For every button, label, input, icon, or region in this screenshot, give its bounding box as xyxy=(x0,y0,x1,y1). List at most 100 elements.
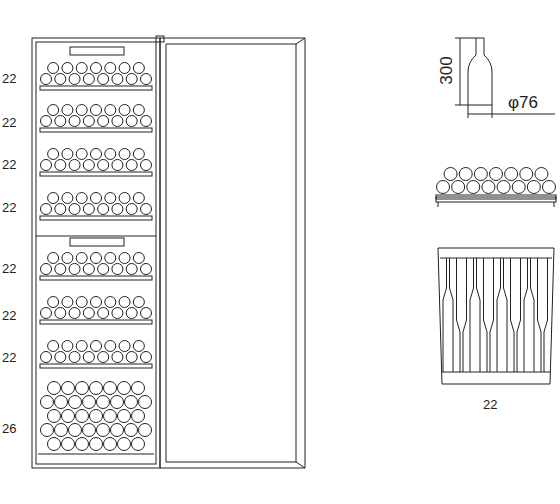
bottle-end xyxy=(83,160,94,171)
bottle-end xyxy=(76,253,87,264)
bottle-end xyxy=(452,181,465,194)
bottle-end xyxy=(91,63,102,74)
bottle-end xyxy=(437,181,450,194)
bottle-end xyxy=(69,116,80,127)
bottle-end xyxy=(105,297,116,308)
bottle-end xyxy=(132,410,145,423)
bottle-end xyxy=(76,63,87,74)
bottle-end xyxy=(91,297,102,308)
bottle-end xyxy=(62,149,73,160)
bottle-end xyxy=(41,204,52,215)
bottle-end xyxy=(48,63,59,74)
bottle-end xyxy=(48,105,59,116)
door xyxy=(160,38,305,468)
shelf-rail xyxy=(40,172,152,176)
bottle-end xyxy=(133,149,144,160)
bottle-end xyxy=(69,74,80,85)
bottle-end xyxy=(69,424,82,437)
bottle-end xyxy=(119,193,130,204)
bottle-end xyxy=(482,181,495,194)
bottle-end xyxy=(105,341,116,352)
bottle-end xyxy=(133,193,144,204)
bottle-end xyxy=(139,396,152,409)
bottle-end xyxy=(55,116,66,127)
tray-bottle xyxy=(484,258,494,372)
bottle-end xyxy=(62,382,75,395)
bottle-end xyxy=(76,410,89,423)
bottle-end xyxy=(41,396,54,409)
bottle-end xyxy=(520,168,533,181)
bottle-end xyxy=(83,74,94,85)
bottle-end xyxy=(141,352,152,363)
bottle-end xyxy=(112,352,123,363)
bottle-end xyxy=(133,105,144,116)
bottle-end xyxy=(125,424,138,437)
bottle-end xyxy=(76,149,87,160)
bottle-end xyxy=(98,74,109,85)
bottle-end xyxy=(62,193,73,204)
bottle-end xyxy=(62,63,73,74)
bottle-end xyxy=(119,297,130,308)
callout-number: 22 xyxy=(2,116,16,129)
bottle-end xyxy=(105,63,116,74)
callout-number: 22 xyxy=(2,201,16,214)
tray-bottle xyxy=(497,258,507,372)
bottle-end xyxy=(76,341,87,352)
callout-number: 22 xyxy=(2,158,16,171)
control-panel xyxy=(70,238,124,246)
bottle-end xyxy=(126,308,137,319)
bottle-end xyxy=(41,352,52,363)
tray-bottle xyxy=(457,258,467,372)
bottle-tray-icon xyxy=(438,248,554,384)
bottle-end xyxy=(535,168,548,181)
bottle-end xyxy=(55,160,66,171)
bottle-end xyxy=(97,424,110,437)
bottle-end xyxy=(76,193,87,204)
tray-bottle xyxy=(538,258,548,372)
bottle-end xyxy=(48,341,59,352)
bottle-end xyxy=(41,160,52,171)
bottle-end xyxy=(55,396,68,409)
bottle-end xyxy=(119,63,130,74)
bottle-end xyxy=(62,253,73,264)
cabinet-inner xyxy=(36,42,156,464)
bottle-end xyxy=(69,264,80,275)
shelf-rail xyxy=(436,195,556,199)
bottle-end xyxy=(497,181,510,194)
door-glass xyxy=(166,44,296,462)
bottle-icon xyxy=(468,38,492,105)
callout-number: 22 xyxy=(2,72,16,85)
bottle-end xyxy=(133,297,144,308)
shelf-rail xyxy=(40,216,152,220)
bottle-end xyxy=(69,352,80,363)
bottle-end xyxy=(83,308,94,319)
bottle-end xyxy=(104,438,117,451)
bottle-end xyxy=(133,341,144,352)
callout-number: 22 xyxy=(2,262,16,275)
bottle-end xyxy=(41,424,54,437)
bottle-end xyxy=(98,204,109,215)
bottle-end xyxy=(48,438,61,451)
bottle-end xyxy=(104,410,117,423)
diameter-dimension: φ76 xyxy=(508,94,538,111)
bottle-end xyxy=(76,382,89,395)
tray-bottle xyxy=(470,258,480,372)
bottle-end xyxy=(132,438,145,451)
bottle-end xyxy=(98,352,109,363)
bottle-end xyxy=(141,264,152,275)
bottle-end xyxy=(112,204,123,215)
bottle-end xyxy=(69,160,80,171)
bottle-end xyxy=(141,74,152,85)
bottle-end xyxy=(62,105,73,116)
bottle-end xyxy=(76,297,87,308)
bottle-end xyxy=(111,396,124,409)
shelf-rail xyxy=(40,128,152,132)
bottle-end xyxy=(55,74,66,85)
bottle-end xyxy=(69,308,80,319)
bottle-end xyxy=(90,410,103,423)
bottle-end xyxy=(98,264,109,275)
bottle-end xyxy=(512,181,525,194)
tray-bottle xyxy=(524,258,534,372)
bottle-end xyxy=(41,116,52,127)
bottle-end xyxy=(118,438,131,451)
